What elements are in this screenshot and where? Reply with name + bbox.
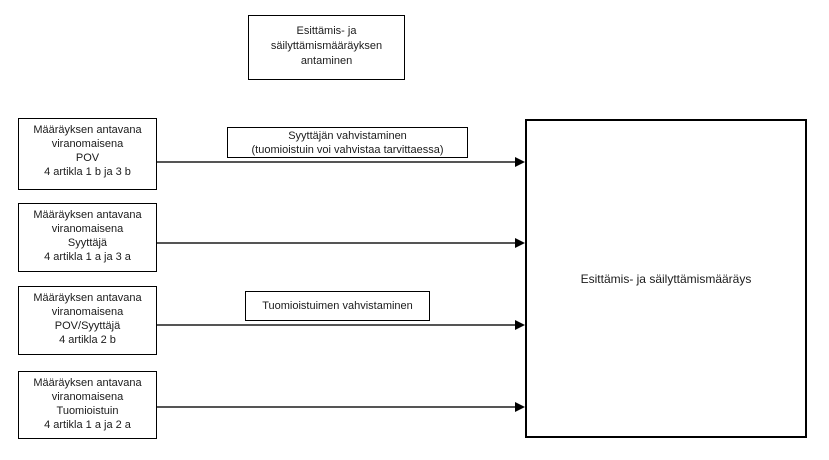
source-box-line: 4 artikla 1 b ja 3 b: [44, 166, 131, 178]
title-box-line: antaminen: [300, 55, 353, 67]
source-box-line: Tuomioistuin: [56, 405, 119, 417]
arrow-label-line: Syyttäjän vahvistaminen: [288, 130, 407, 142]
arrow-label-tuomioistuimen-vahvistaminen: Tuomioistuimen vahvistaminen: [245, 291, 430, 321]
source-box-line: viranomaisena: [51, 391, 124, 403]
source-box-line: viranomaisena: [51, 306, 124, 318]
arrow-head-icon: [515, 238, 525, 248]
source-box-line: 4 artikla 2 b: [59, 334, 116, 346]
arrow-line-from-syyttaja: [157, 242, 516, 244]
source-box-line: 4 artikla 1 a ja 3 a: [44, 251, 131, 263]
source-box-line: POV: [75, 152, 100, 164]
arrow-head-icon: [515, 157, 525, 167]
title-box: Esittämis- ja säilyttämismääräyksen anta…: [248, 15, 405, 80]
arrow-label-line: Tuomioistuimen vahvistaminen: [262, 300, 413, 312]
target-box-esittamis-ja-sailyttamismaarays: Esittämis- ja säilyttämismääräys: [525, 119, 807, 438]
source-box-line: Määräyksen antavana: [33, 377, 142, 389]
title-box-line: säilyttämismääräyksen: [270, 40, 383, 52]
source-box-line: Syyttäjä: [67, 237, 108, 249]
source-box-line: Määräyksen antavana: [33, 292, 142, 304]
title-box-line: Esittämis- ja: [296, 25, 357, 37]
arrow-label-syyttajan-vahvistaminen: Syyttäjän vahvistaminen (tuomioistuin vo…: [227, 127, 468, 158]
arrow-line-from-pov: [157, 161, 516, 163]
source-box-tuomioistuin: Määräyksen antavana viranomaisena Tuomio…: [18, 371, 157, 439]
source-box-line: Määräyksen antavana: [33, 124, 142, 136]
target-box-label: Esittämis- ja säilyttämismääräys: [580, 271, 752, 286]
source-box-line: Määräyksen antavana: [33, 209, 142, 221]
arrow-head-icon: [515, 402, 525, 412]
source-box-pov-syyttaja: Määräyksen antavana viranomaisena POV/Sy…: [18, 286, 157, 355]
source-box-pov: Määräyksen antavana viranomaisena POV 4 …: [18, 118, 157, 190]
source-box-syyttaja: Määräyksen antavana viranomaisena Syyttä…: [18, 203, 157, 272]
arrow-head-icon: [515, 320, 525, 330]
source-box-line: viranomaisena: [51, 223, 124, 235]
source-box-line: viranomaisena: [51, 138, 124, 150]
arrow-line-from-pov-syyttaja: [157, 324, 516, 326]
source-box-line: 4 artikla 1 a ja 2 a: [44, 419, 131, 431]
arrow-label-line: (tuomioistuin voi vahvistaa tarvittaessa…: [251, 144, 444, 156]
arrow-line-from-tuomioistuin: [157, 406, 516, 408]
source-box-line: POV/Syyttäjä: [54, 320, 121, 332]
